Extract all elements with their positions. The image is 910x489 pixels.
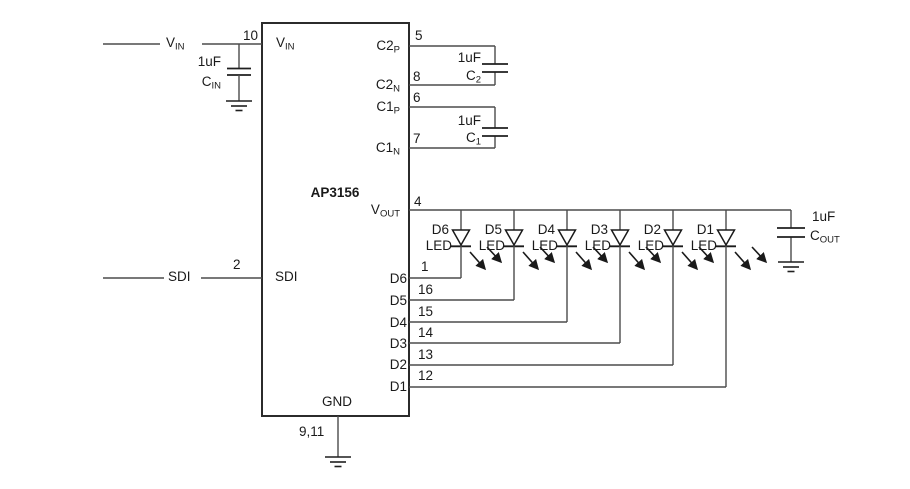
led-d1-arrow — [751, 246, 768, 264]
ic-pin-label-vout: VOUT — [370, 202, 400, 220]
cin-value: 1uF — [197, 54, 221, 69]
led-d6-arrow — [486, 246, 503, 264]
ic-pin-label-gnd: GND — [322, 394, 352, 409]
led-d2-triangle — [663, 229, 683, 247]
led-d1-arrow — [734, 251, 752, 271]
ic-part-number: AP3156 — [310, 185, 360, 200]
ground-symbol-cout — [778, 261, 804, 273]
led-d2-arrow — [698, 246, 715, 264]
ic-pin-label-d2: D2 — [389, 357, 407, 372]
ext-vin-label: VIN — [166, 35, 185, 53]
led-label-d6: LED — [425, 238, 452, 253]
ic-pin-label-d1: D1 — [389, 379, 407, 394]
net-vout — [409, 209, 792, 262]
pin-number-gnd: 9,11 — [299, 424, 325, 439]
led-designator-d2: D2 — [643, 222, 661, 237]
led-d3-arrow — [645, 246, 662, 264]
led-designator-d4: D4 — [537, 222, 555, 237]
led-label-d2: LED — [637, 238, 664, 253]
cout-value: 1uF — [812, 209, 836, 224]
ic-pin-label-c2n: C2N — [375, 77, 400, 95]
led-label-d5: LED — [478, 238, 505, 253]
led-designator-d1: D1 — [696, 222, 714, 237]
led-d4-arrow — [592, 246, 609, 264]
cin-name: CIN — [201, 74, 221, 92]
ic-pin-label-c1n: C1N — [375, 140, 400, 158]
ic-pin-label-d4: D4 — [389, 315, 407, 330]
led-label-d1: LED — [690, 238, 717, 253]
c1-value: 1uF — [457, 113, 481, 128]
capacitor-cout — [777, 227, 805, 238]
capacitor-c1 — [482, 127, 508, 137]
ic-pin-label-c2p: C2P — [376, 38, 400, 56]
led-d2-arrow — [681, 251, 699, 271]
ext-sdi-label: SDI — [168, 269, 191, 284]
led-d1 — [409, 210, 768, 388]
led-d5 — [409, 210, 556, 301]
led-label-d4: LED — [531, 238, 558, 253]
ic-pin-label-c1p: C1P — [376, 99, 400, 117]
capacitor-cin — [227, 67, 251, 76]
pin-number-15: 15 — [418, 304, 434, 319]
pin-number-13: 13 — [418, 347, 434, 362]
led-d6 — [409, 210, 503, 279]
c2-name: C2 — [465, 68, 481, 86]
led-d5-arrow — [539, 246, 556, 264]
ground-symbol-gnd — [325, 456, 351, 468]
pin-number-5: 5 — [415, 28, 423, 43]
pin-number-12: 12 — [418, 368, 434, 383]
led-designator-d3: D3 — [590, 222, 608, 237]
pin-number-14: 14 — [418, 325, 434, 340]
led-d3 — [409, 210, 662, 344]
ground-symbol-cin — [226, 100, 252, 112]
led-d4-triangle — [557, 229, 577, 247]
led-d6-arrow — [469, 251, 487, 271]
pin-number-7: 7 — [413, 131, 421, 146]
led-d4 — [409, 210, 609, 323]
ic-pin-label-sdi: SDI — [275, 269, 298, 284]
pin-number-4: 4 — [414, 194, 422, 209]
pin-number-16: 16 — [418, 282, 434, 297]
led-d5-arrow — [522, 251, 540, 271]
led-designator-d6: D6 — [431, 222, 449, 237]
ic-pin-label-vin: VIN — [276, 35, 295, 53]
led-d3-triangle — [610, 229, 630, 247]
led-label-d3: LED — [584, 238, 611, 253]
led-d6-triangle — [451, 229, 471, 247]
pin-number-6: 6 — [413, 90, 421, 105]
pin-number-8: 8 — [413, 69, 421, 84]
led-d4-arrow — [575, 251, 593, 271]
pin-number-1: 1 — [421, 259, 429, 274]
c1-name: C1 — [465, 130, 481, 148]
pin-number-2: 2 — [233, 257, 241, 272]
net-c1 — [409, 106, 496, 149]
ic-body — [261, 22, 410, 417]
ic-pin-label-d3: D3 — [389, 336, 407, 351]
led-d5-triangle — [504, 229, 524, 247]
net-vin — [103, 43, 262, 69]
led-d1-triangle — [716, 229, 736, 247]
net-c2 — [409, 45, 496, 86]
led-d3-arrow — [628, 251, 646, 271]
capacitor-c2 — [482, 63, 508, 73]
cout-name: COUT — [810, 228, 840, 246]
led-d2 — [409, 210, 715, 366]
ic-pin-label-d6: D6 — [389, 271, 407, 286]
pin-number-10: 10 — [243, 28, 259, 43]
c2-value: 1uF — [457, 50, 481, 65]
led-designator-d5: D5 — [484, 222, 502, 237]
ic-pin-label-d5: D5 — [389, 293, 407, 308]
